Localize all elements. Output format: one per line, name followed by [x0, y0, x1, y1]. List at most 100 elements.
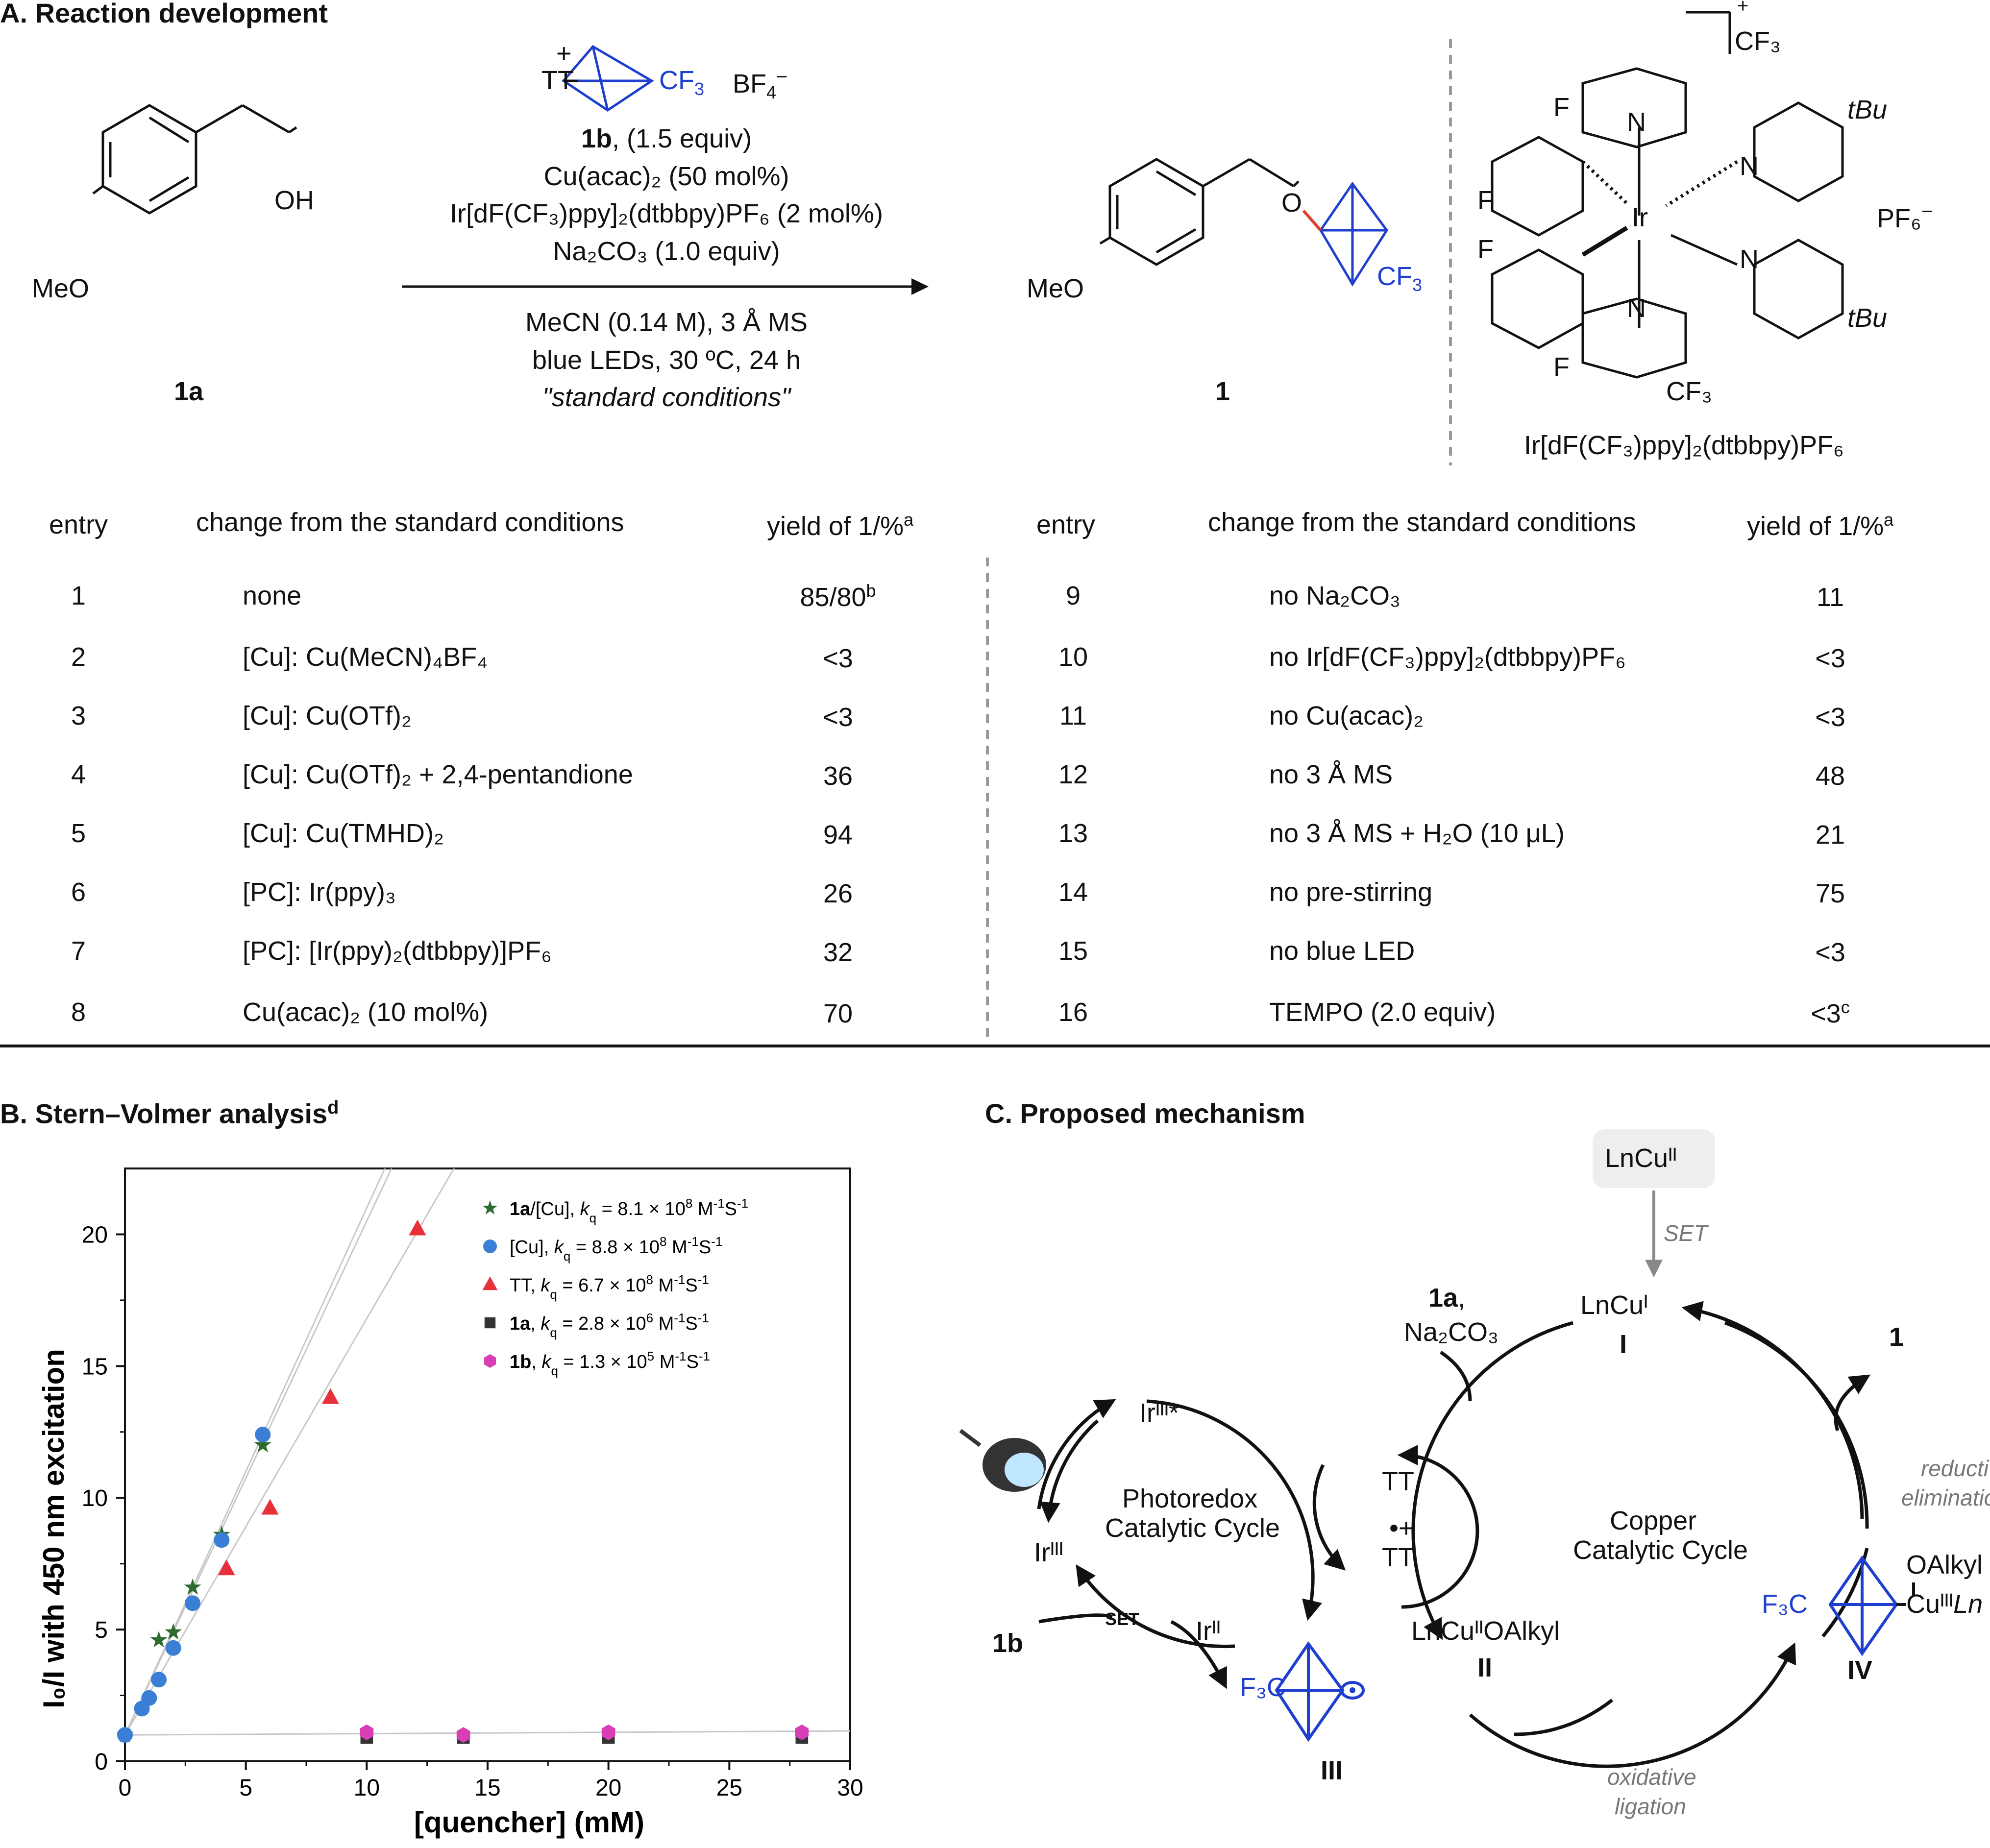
table-cell-yield: 36: [823, 761, 853, 791]
table-cell-entry: 10: [1058, 642, 1088, 672]
mech-photo-cycle-1: Photoredox: [1122, 1484, 1258, 1513]
condition-1b: 1b, (1.5 equiv): [581, 124, 752, 153]
legend-entry: 1a, kq = 2.8 × 106 M-1S-1: [510, 1311, 709, 1340]
bcp-cu3-icon: [1828, 1555, 1898, 1656]
mech-ir2: Irᴵᴵ: [1196, 1616, 1221, 1646]
condition-light: blue LEDs, 30 ºC, 24 h: [532, 345, 801, 375]
table-cell-change: Cu(acac)₂ (10 mol%): [243, 997, 489, 1027]
data-point: [141, 1690, 157, 1706]
panel-c-title: C. Proposed mechanism: [985, 1098, 1305, 1129]
table-cell-change: no Cu(acac)₂: [1269, 701, 1424, 730]
table-cell-change: no Ir[dF(CF₃)ppy]₂(dtbbpy)PF₆: [1269, 642, 1626, 672]
table-rules: [0, 554, 1990, 1047]
mech-reagent-base: Na₂CO₃: [1404, 1317, 1499, 1347]
catalyst-tbu-1: tBu: [1847, 95, 1888, 124]
table-cell-yield: <3c: [1811, 997, 1850, 1028]
table-cell-yield: 11: [1816, 583, 1844, 612]
table-cell-yield: 94: [823, 820, 853, 850]
legend-marker: [484, 1354, 496, 1368]
table-cell-change: no pre-stirring: [1269, 877, 1433, 907]
legend-entry: TT, kq = 6.7 × 108 M-1S-1: [510, 1272, 709, 1302]
x-tick-label: 0: [119, 1775, 132, 1801]
table-cell-yield: 70: [823, 999, 853, 1028]
table-cell-entry: 7: [71, 936, 86, 966]
table-cell-entry: 14: [1058, 877, 1088, 907]
mech-radical-f3c: F₃C: [1240, 1673, 1286, 1702]
table-cell-yield: 32: [823, 938, 853, 967]
table-cell-yield: 85/80b: [800, 581, 876, 612]
table-cell-entry: 16: [1058, 997, 1088, 1027]
table-cell-change: no 3 Å MS: [1269, 760, 1393, 789]
plot-frame: [124, 1167, 851, 1762]
x-tick-label: 5: [239, 1775, 252, 1801]
x-tick-label: 30: [837, 1775, 863, 1801]
table-cell-change: [Cu]: Cu(MeCN)₄BF₄: [243, 642, 488, 672]
mech-reagent-1a: 1a,: [1428, 1283, 1466, 1313]
data-point: [150, 1631, 168, 1648]
data-point: [409, 1219, 426, 1236]
catalyst-n1: N: [1627, 107, 1646, 137]
table-cell-change: [Cu]: Cu(OTf)₂ + 2,4-pentandione: [243, 760, 633, 789]
product-o: O: [1281, 188, 1302, 218]
data-point: [218, 1559, 235, 1576]
table-cell-entry: 8: [71, 997, 86, 1027]
reagent-tt: TT: [541, 66, 574, 95]
table-cell-change: no 3 Å MS + H₂O (10 μL): [1269, 819, 1565, 848]
table-cell-entry: 9: [1065, 581, 1081, 610]
mech-tt-radical: •+: [1389, 1513, 1414, 1543]
bcp-radical-icon: [1275, 1641, 1365, 1742]
catalyst-n2: N: [1740, 151, 1759, 181]
reaction-arrow-head: [911, 278, 929, 295]
legend-entry: 1b, kq = 1.3 × 105 M-1S-1: [510, 1349, 710, 1378]
mech-cu2-oalkyl: LnCuᴵᴵOAlkyl: [1411, 1616, 1560, 1646]
table-cell-entry: 12: [1058, 760, 1088, 789]
legend-marker: [482, 1200, 498, 1215]
substrate-oh: OH: [274, 186, 314, 215]
panel-a-drawing: [92, 11, 1844, 465]
y-tick-label: 15: [82, 1354, 108, 1380]
reagent-plus: +: [556, 39, 572, 68]
data-point: [254, 1436, 271, 1453]
data-point: [185, 1595, 201, 1611]
led-lamp-icon: [959, 1429, 1046, 1492]
table-header-change-right: change from the standard conditions: [1208, 508, 1636, 537]
cu2-box: [1593, 1129, 1715, 1188]
table-header-yield-left: yield of 1/%a: [767, 510, 914, 541]
y-axis-label: I₀/I with 450 nm excitation: [37, 1349, 70, 1708]
catalyst-f2: F: [1477, 186, 1494, 215]
table-header-entry-right: entry: [1036, 510, 1096, 539]
mech-cu3-oalkyl: OAlkyl: [1906, 1550, 1983, 1580]
mech-cu1-label: I: [1620, 1330, 1627, 1359]
catalyst-n4: N: [1627, 293, 1646, 323]
y-tick-label: 10: [82, 1485, 108, 1511]
data-point: [184, 1578, 201, 1595]
mech-ir3: Irᴵᴵᴵ: [1034, 1538, 1064, 1567]
fit-line: [125, 1168, 386, 1735]
data-point: [165, 1640, 181, 1656]
fit-line: [125, 1730, 850, 1736]
legend-entry: [Cu], kq = 8.8 × 108 M-1S-1: [510, 1234, 722, 1264]
reagent-cf3: CF3: [659, 66, 705, 99]
data-point: [795, 1724, 809, 1740]
data-point: [255, 1427, 271, 1443]
conditions-block: 1b, (1.5 equiv) Cu(acac)₂ (50 mol%) Ir[d…: [402, 120, 931, 270]
mech-tt2: TT: [1382, 1543, 1414, 1572]
mechanism-drawing: [959, 1129, 1915, 1768]
data-point: [261, 1499, 279, 1515]
catalyst-f4: F: [1553, 352, 1570, 382]
mech-cu2-label: II: [1477, 1653, 1493, 1682]
fit-line: [125, 1168, 393, 1735]
catalyst-cf3-top: CF₃: [1735, 26, 1781, 56]
benzene-ring-1: [1108, 158, 1204, 266]
legend-marker: [484, 1317, 496, 1329]
mech-oxidative: oxidative: [1607, 1764, 1696, 1790]
table-cell-entry: 15: [1058, 936, 1088, 966]
condition-standard: "standard conditions": [542, 383, 791, 413]
mech-ir3-star: Irᴵᴵᴵ*: [1139, 1398, 1179, 1428]
table-cell-change: no blue LED: [1269, 936, 1415, 966]
mech-cu2-top: LnCuᴵᴵ: [1605, 1143, 1677, 1173]
reagent-bf4: BF4−: [733, 66, 788, 102]
table-cell-entry: 2: [71, 642, 86, 672]
table-cell-entry: 11: [1059, 701, 1087, 730]
table-cell-yield: 26: [823, 879, 853, 908]
